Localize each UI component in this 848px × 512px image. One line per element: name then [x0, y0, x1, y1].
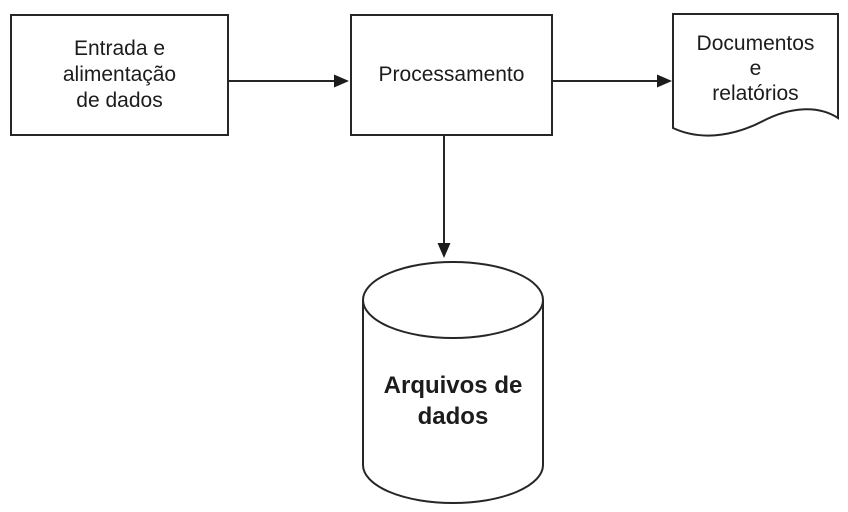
entrada-box-shape — [10, 14, 229, 136]
processamento-box-shape — [350, 14, 553, 136]
arrow-entrada-to-processamento-head — [334, 74, 349, 88]
documentos-document-shape — [672, 13, 839, 137]
arquivos-cylinder-top-shape — [362, 261, 544, 339]
arrow-processamento-to-arquivos-head — [437, 243, 451, 258]
arrow-processamento-to-documentos-head — [657, 74, 672, 88]
arquivos-cylinder-body-shape — [362, 300, 544, 504]
